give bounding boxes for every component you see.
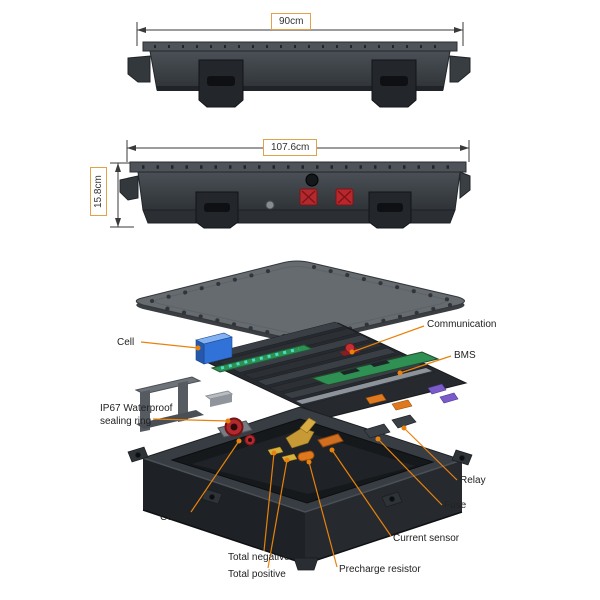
vent-valve [265,200,275,210]
label-cell: Cell [117,337,135,348]
label-communication: Communication [427,319,497,330]
label-relay: Relay [460,475,486,486]
tray-mounting-ears [127,446,473,571]
leader-precharge-resistor [308,461,338,568]
leader-communication [351,325,425,353]
leader-fuse [377,438,443,506]
label-bms: BMS [454,350,476,361]
service-connector-block [204,390,234,407]
label-precharge-resistor: Precharge resistor [339,564,421,575]
top-cover [135,260,465,344]
top-view-dimension-lines [136,22,464,46]
side-view-hv-connectors [265,173,354,210]
leader-relay [403,427,458,481]
leader-dots [195,345,407,465]
precharge-resistor-part [297,450,315,462]
side-view-mount-bracket-right [368,191,412,229]
leader-ip67 [152,418,229,422]
module-layer [134,321,468,432]
side-view [110,140,471,229]
tray-components [217,414,417,463]
module-front-rail [296,368,432,404]
side-view-battery-body [119,161,471,229]
top-view-battery-body [127,41,471,108]
top-view-dimension-arrows [137,27,463,33]
top-cover-bolts [150,265,452,338]
dimension-top-width: 90cm [271,13,312,30]
dimension-side-width: 107.6cm [263,139,318,156]
signal-pcb-strip [210,344,314,373]
leader-bms [399,355,452,374]
label-total-negative: Total negative [228,552,290,563]
leader-lines [140,325,458,569]
dimension-side-height: 15.8cm [90,167,107,216]
label-ip67-line2: sealing ring [100,416,152,427]
label-connector: Connector [160,512,207,523]
copper-busbar [285,417,317,449]
battery-cell [195,332,233,365]
leader-total-positive [267,459,288,569]
current-sensor-part [317,433,344,448]
leader-connector [190,440,240,513]
harness-connectors-purple [427,383,459,404]
top-view-mount-bracket-left [198,59,244,108]
side-view-dimension-arrows [115,145,469,227]
leader-current-sensor [331,449,392,537]
exploded-view [127,260,473,571]
top-view-mount-bracket-right [371,59,417,108]
top-view [127,22,471,108]
bms-board [310,351,440,386]
side-view-mount-bracket-left [195,191,239,229]
relay-blocks [363,414,417,439]
label-fuse: Fuse [444,500,467,511]
label-ip67-line1: IP67 Waterproof [100,403,173,414]
harness-connectors-orange [365,393,413,411]
label-total-positive: Total positive [228,569,286,580]
label-current-sensor: Current sensor [393,533,460,544]
leader-cell [140,341,199,349]
leader-total-negative [263,452,275,552]
